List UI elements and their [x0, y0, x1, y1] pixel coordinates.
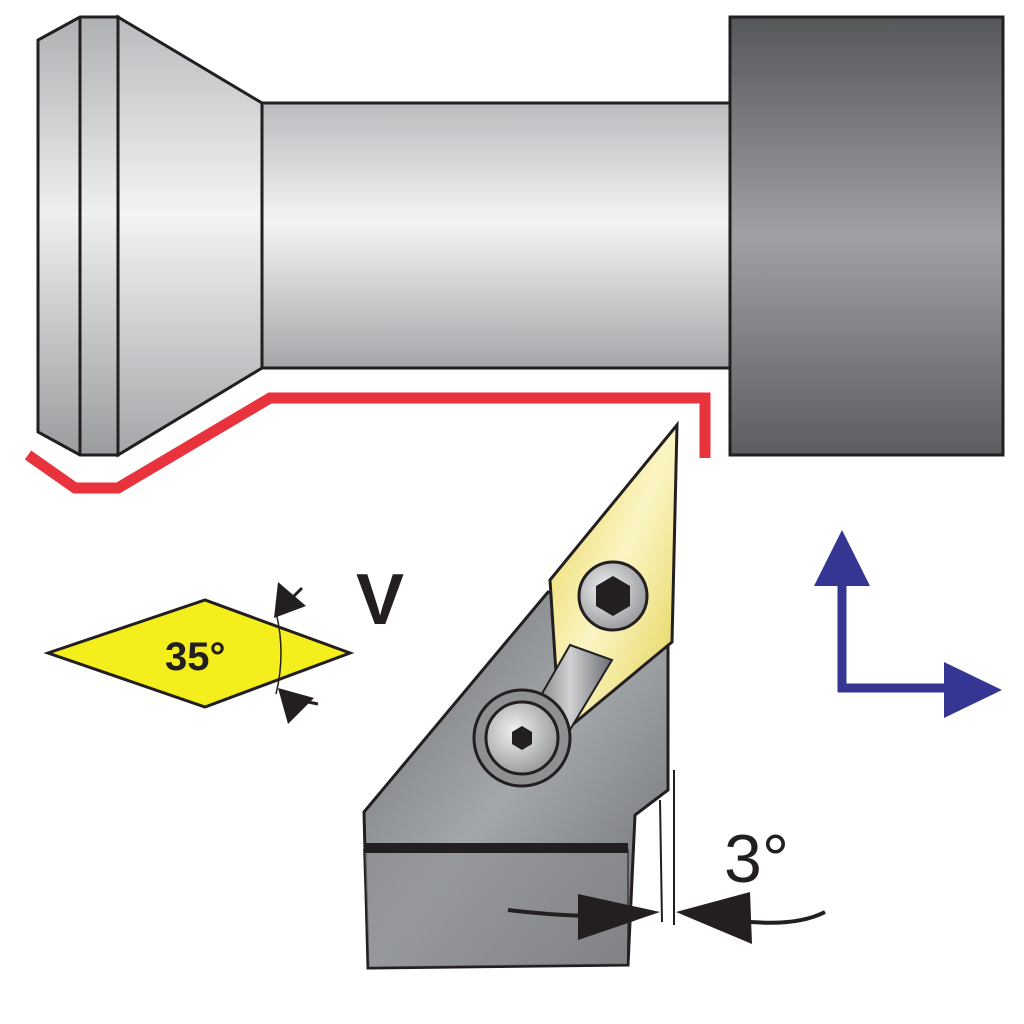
hex-socket-screw-icon — [577, 560, 649, 632]
clamp-screw-icon — [472, 688, 572, 788]
workpiece — [36, 14, 734, 458]
clearance-angle-label: 3° — [724, 821, 789, 897]
workpiece-taper — [116, 14, 264, 458]
angle-arc — [275, 611, 282, 695]
chuck — [728, 15, 1005, 457]
insert-shape-legend: 35° V — [43, 560, 404, 724]
axis-arrows-icon — [814, 530, 1002, 718]
insert-shape-letter: V — [356, 560, 404, 640]
angle-arrow-top-icon — [274, 582, 306, 618]
workpiece-head — [36, 15, 120, 457]
toolpath-line — [24, 392, 711, 494]
dimension-arrow-left — [578, 894, 660, 940]
dimension-arrow-right — [676, 892, 752, 944]
axis-arrow-right — [944, 662, 1002, 718]
clearance-angle-indicator: 3° — [507, 770, 826, 944]
angle-arrow-bottom-icon — [278, 688, 319, 724]
workpiece-shaft — [260, 101, 734, 370]
tool-holder — [362, 420, 679, 970]
insert-angle-label: 35° — [165, 635, 226, 679]
clearance-ref-line-a — [659, 799, 663, 923]
axis-arrow-up — [814, 530, 870, 586]
insert-shape-diamond — [43, 598, 355, 709]
